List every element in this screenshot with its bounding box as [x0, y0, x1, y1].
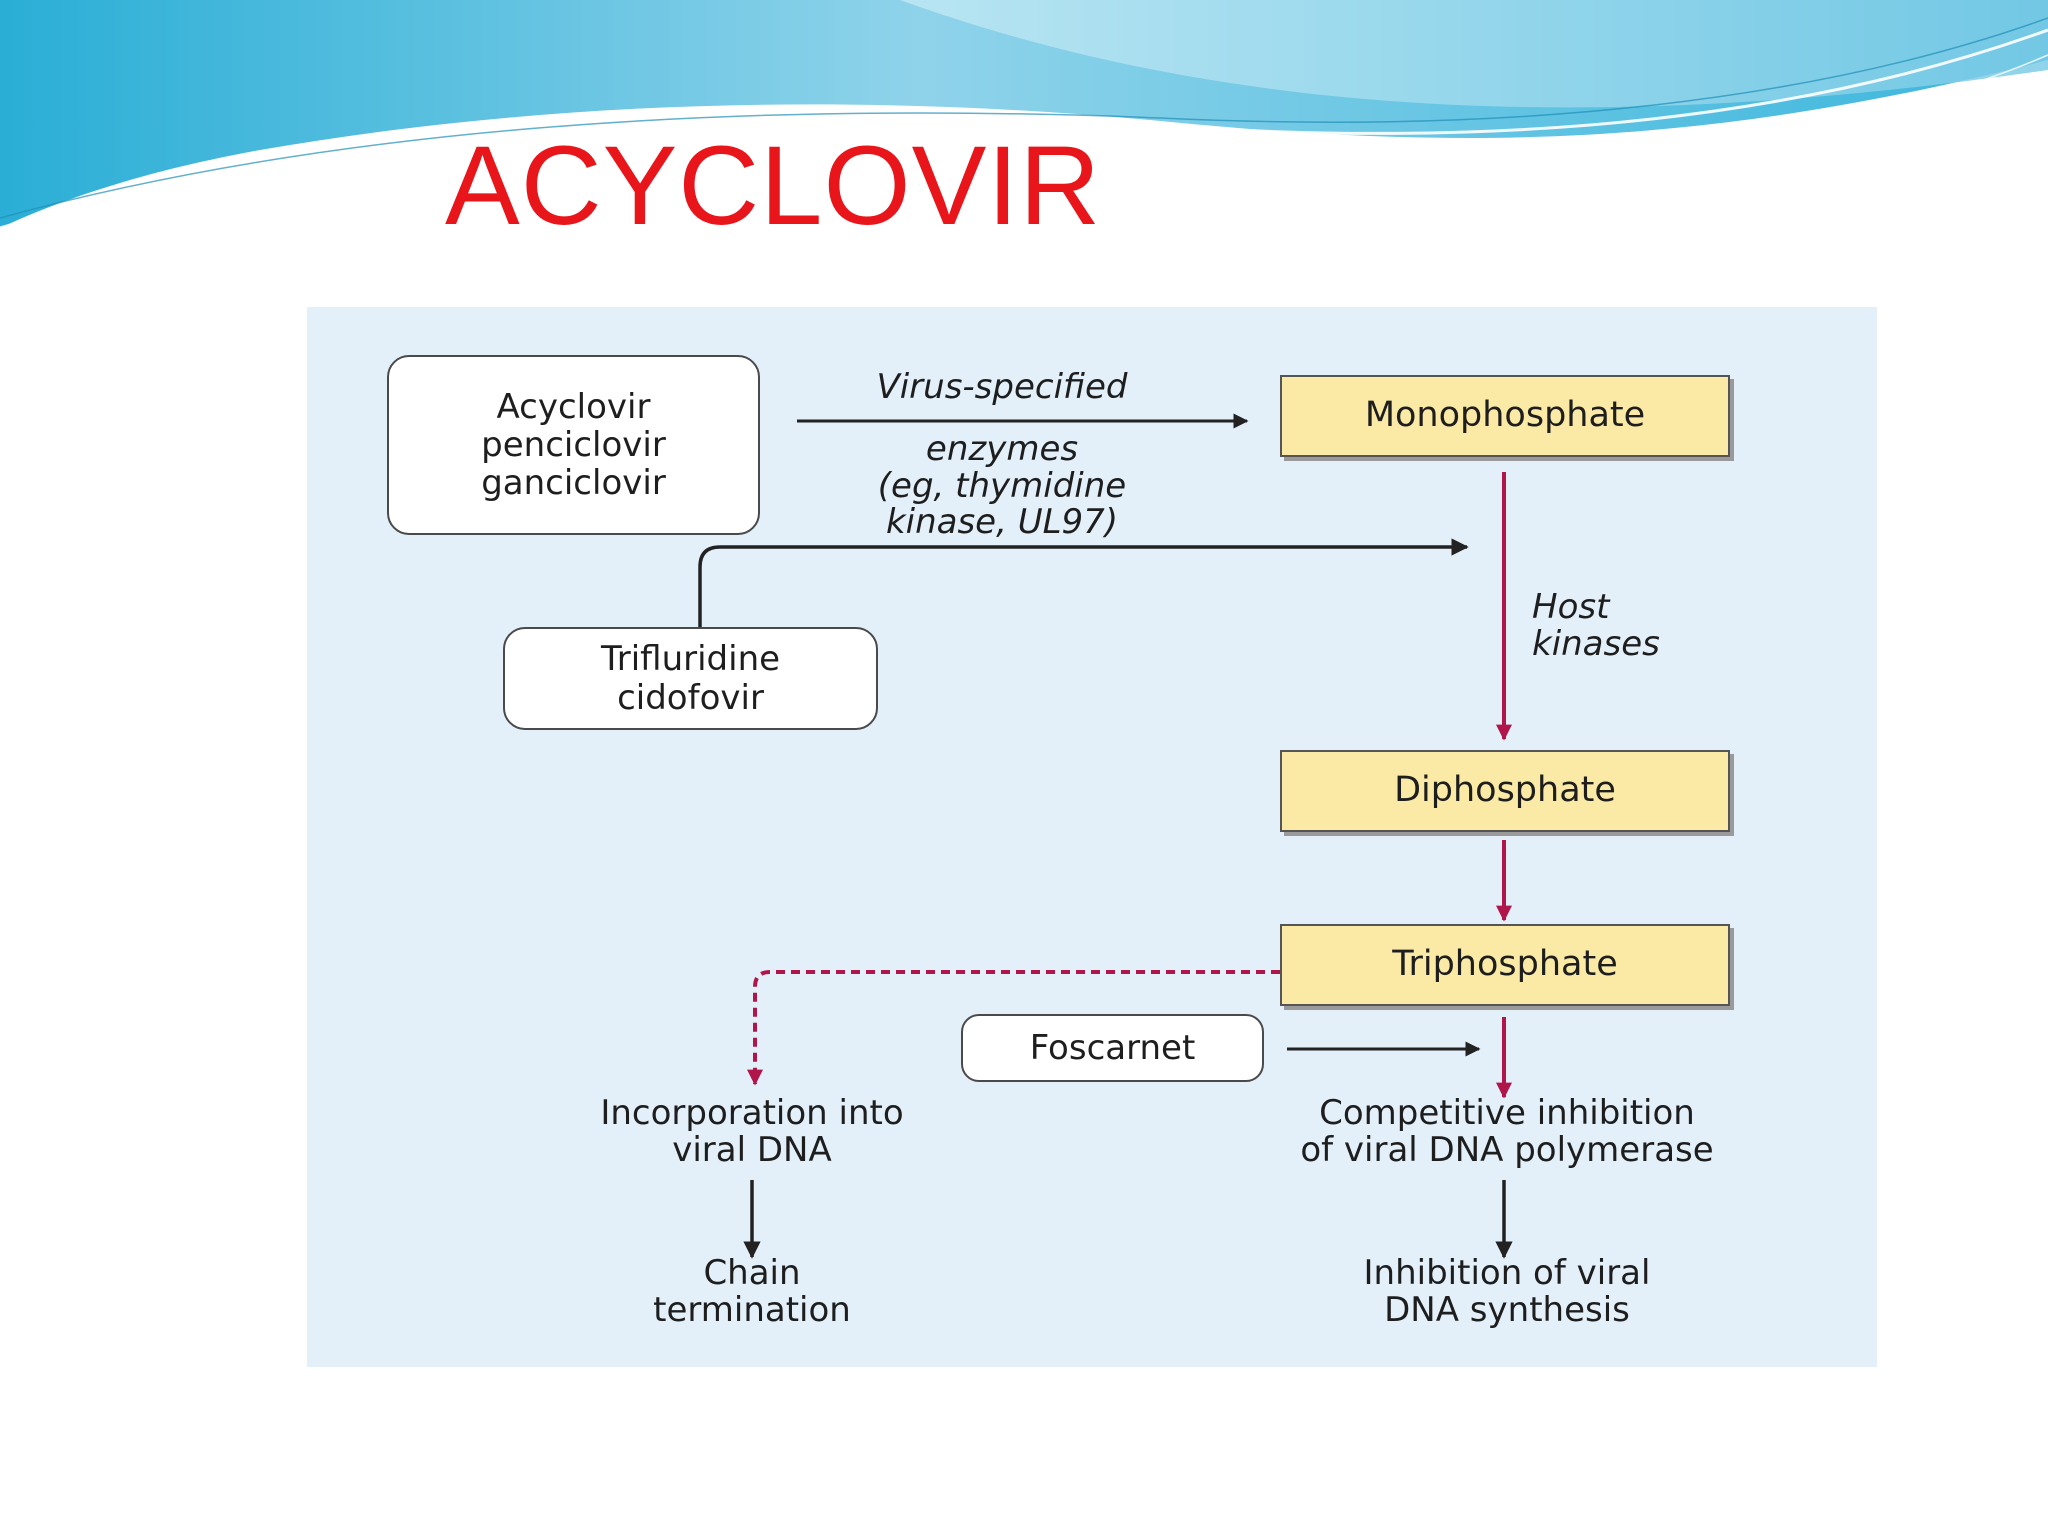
drug-box-acyclovir-group: Acyclovir penciclovir ganciclovir: [387, 355, 760, 535]
mechanism-diagram: Acyclovir penciclovir ganciclovir Virus-…: [307, 307, 1877, 1367]
drug-box-foscarnet: Foscarnet: [961, 1014, 1264, 1082]
drug-acyclovir: Acyclovir: [496, 386, 651, 427]
arrow-trifluridine-bypass: [698, 538, 1469, 627]
incorporation-label: Incorporation into viral DNA: [600, 1093, 904, 1170]
slide-title: ACYCLOVIR: [445, 123, 1102, 248]
monophosphate-box: Monophosphate: [1280, 375, 1730, 457]
drug-penciclovir: penciclovir: [481, 424, 666, 465]
arrow-triphosphate-to-incorporation: [747, 970, 1280, 1086]
diphosphate-box: Diphosphate: [1280, 750, 1730, 832]
drug-ganciclovir: ganciclovir: [481, 463, 666, 504]
triphosphate-box: Triphosphate: [1280, 924, 1730, 1006]
drug-cidofovir: cidofovir: [617, 677, 764, 718]
host-kinases-label: Host kinases: [1532, 587, 1660, 664]
competitive-inhibition-label: Competitive inhibition of viral DNA poly…: [1300, 1093, 1714, 1170]
wave-banner: [0, 0, 2048, 230]
diagram-arrows: [698, 413, 1513, 1259]
drug-trifluridine: Trifluridine: [600, 639, 781, 680]
drug-box-trifluridine-group: Trifluridine cidofovir: [503, 627, 878, 730]
chain-termination-label: Chain termination: [653, 1253, 851, 1330]
inhibition-synthesis-label: Inhibition of viral DNA synthesis: [1363, 1253, 1651, 1330]
enzyme-label-bottom: enzymes (eg, thymidine kinase, UL97): [877, 429, 1127, 543]
enzyme-label-top: Virus-specified: [876, 367, 1128, 407]
